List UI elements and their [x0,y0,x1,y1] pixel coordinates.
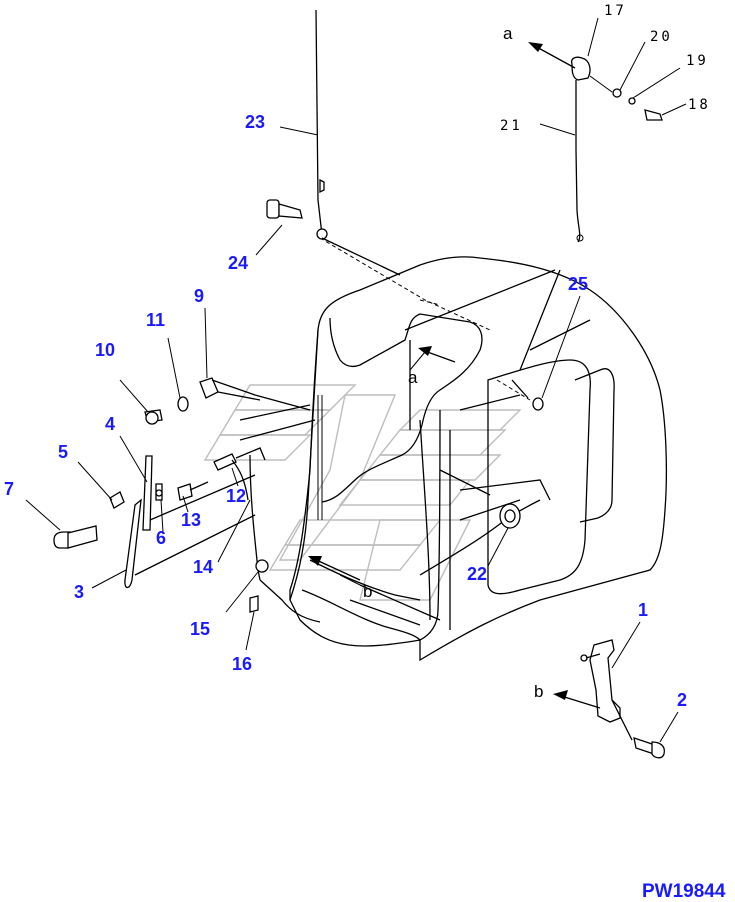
callout-12: 12 [226,486,246,506]
reference-letters: a a b b [363,24,543,701]
harness-assembly-17-21 [528,17,687,243]
ref-letter-b-cab: b [363,582,372,601]
ref-letter-b-bottom: b [534,682,543,701]
callout-9: 9 [194,286,204,306]
callout-11: 11 [146,310,165,330]
callout-24: 24 [228,253,248,273]
callout-17: 17 [604,3,627,19]
callout-14: 14 [193,557,213,577]
ref-letter-a-cab: a [408,368,418,387]
callout-23: 23 [245,112,265,132]
bolt-part-24 [255,199,303,256]
cab-arrows [308,346,456,586]
callout-19: 19 [686,53,709,69]
callout-20: 20 [650,29,673,45]
callout-labels: 23 24 25 9 11 10 4 5 7 12 13 6 14 3 22 1… [4,112,687,710]
callout-21: 21 [500,118,523,134]
callout-2: 2 [677,690,687,710]
callout-13: 13 [181,510,201,530]
ref-letter-a-top: a [503,24,513,43]
callout-1: 1 [638,600,648,620]
callout-16: 16 [232,654,252,674]
wiper-motor-part-1 [553,621,679,759]
wiper-assembly-left [25,307,321,651]
dashed-leaders [319,237,531,401]
callout-22: 22 [467,564,487,584]
cab-body [289,256,668,662]
callout-10: 10 [95,340,115,360]
callout-5: 5 [58,442,68,462]
callout-labels-black: 17 20 19 18 21 [500,3,711,134]
callout-15: 15 [190,619,210,639]
callout-25: 25 [568,274,588,294]
callout-18: 18 [688,97,711,113]
callout-3: 3 [74,582,84,602]
callout-4: 4 [105,414,115,434]
antenna-part-23 [279,9,401,276]
drawing-code: PW19844 [642,881,726,902]
grommets [487,295,581,567]
callout-7: 7 [4,479,14,499]
callout-6: 6 [156,528,166,548]
